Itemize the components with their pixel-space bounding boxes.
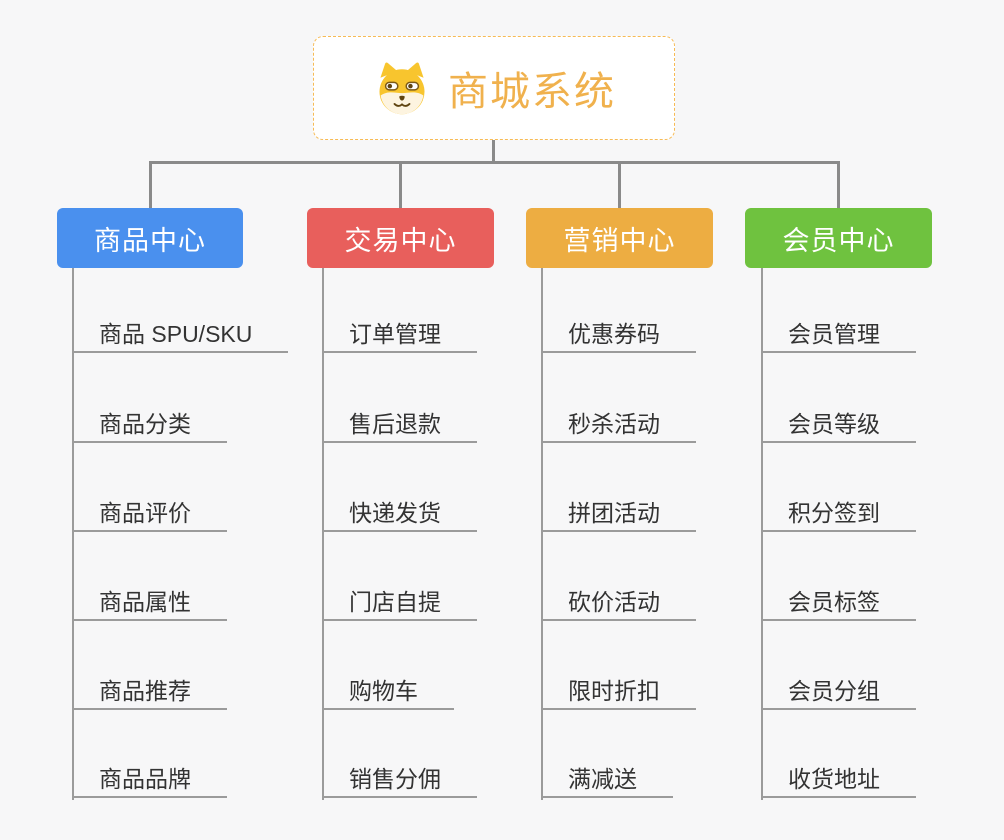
branch-header-members[interactable]: 会员中心 [745,208,932,268]
leaf-node[interactable]: 秒杀活动 [541,409,696,443]
leaf-node[interactable]: 售后退款 [322,409,477,443]
connector-drop-4 [837,161,840,209]
leaf-node[interactable]: 优惠券码 [541,319,696,353]
dog-icon [379,62,425,115]
spine-members [761,268,763,800]
spine-trade [322,268,324,800]
spine-marketing [541,268,543,800]
spine-products [72,268,74,800]
branch-header-trade[interactable]: 交易中心 [307,208,494,268]
leaf-node[interactable]: 销售分佣 [322,764,477,798]
leaf-node[interactable]: 会员等级 [761,409,916,443]
leaf-node[interactable]: 收货地址 [761,764,916,798]
root-node[interactable]: 商城系统 [313,36,675,140]
leaf-node[interactable]: 购物车 [322,676,454,710]
leaf-node[interactable]: 会员标签 [761,587,916,621]
leaf-node[interactable]: 商品推荐 [72,676,227,710]
leaf-node[interactable]: 订单管理 [322,319,477,353]
leaf-node[interactable]: 商品分类 [72,409,227,443]
connector-bus [149,161,840,164]
leaf-node[interactable]: 门店自提 [322,587,477,621]
leaf-node[interactable]: 会员分组 [761,676,916,710]
leaf-node[interactable]: 会员管理 [761,319,916,353]
leaf-node[interactable]: 砍价活动 [541,587,696,621]
leaf-node[interactable]: 商品属性 [72,587,227,621]
leaf-node[interactable]: 商品 SPU/SKU [72,319,289,353]
connector-drop-1 [149,161,152,209]
branch-header-products[interactable]: 商品中心 [57,208,243,268]
leaf-node[interactable]: 限时折扣 [541,676,696,710]
leaf-node[interactable]: 积分签到 [761,498,916,532]
leaf-node[interactable]: 商品品牌 [72,764,227,798]
leaf-node[interactable]: 快递发货 [322,498,477,532]
leaf-node[interactable]: 拼团活动 [541,498,696,532]
connector-drop-2 [399,161,402,209]
branch-header-marketing[interactable]: 营销中心 [526,208,713,268]
connector-drop-3 [618,161,621,209]
connector-root-stem [492,140,495,163]
leaf-node[interactable]: 商品评价 [72,498,227,532]
root-title: 商城系统 [448,70,616,114]
leaf-node[interactable]: 满减送 [541,764,673,798]
